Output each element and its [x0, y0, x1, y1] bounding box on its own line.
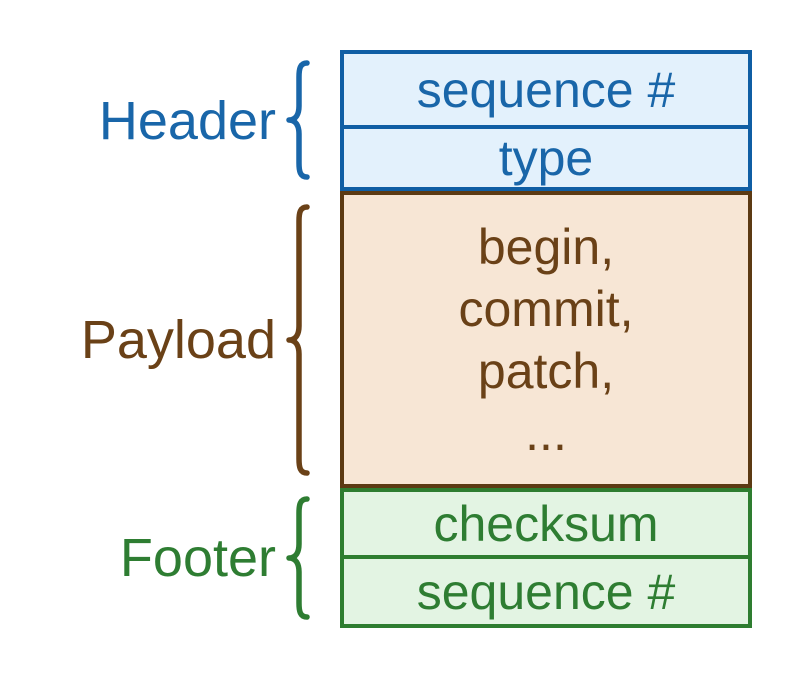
- footer-curly-brace-icon: [286, 496, 312, 620]
- header-box: sequence # type: [340, 50, 752, 191]
- payload-line-patch: patch,: [477, 342, 615, 399]
- footer-section-label: Footer: [119, 528, 276, 588]
- header-curly-brace-icon: [286, 60, 312, 180]
- payload-line-ellipsis: ...: [525, 404, 567, 461]
- field-checksum: checksum: [433, 495, 659, 552]
- payload-contents: begin, commit, patch, ...: [344, 195, 748, 484]
- field-footer-sequence-number: sequence #: [344, 555, 748, 624]
- header-section-label: Header: [98, 90, 276, 151]
- field-sequence-number: sequence #: [416, 61, 676, 118]
- footer-box: checksum sequence #: [340, 488, 752, 628]
- payload-line-commit: commit,: [458, 280, 634, 337]
- payload-curly-brace-icon: [286, 204, 312, 476]
- payload-box: begin, commit, patch, ...: [340, 191, 752, 488]
- payload-section-label: Payload: [80, 309, 276, 370]
- field-type: type: [344, 125, 748, 187]
- payload-line-begin: begin,: [477, 218, 615, 275]
